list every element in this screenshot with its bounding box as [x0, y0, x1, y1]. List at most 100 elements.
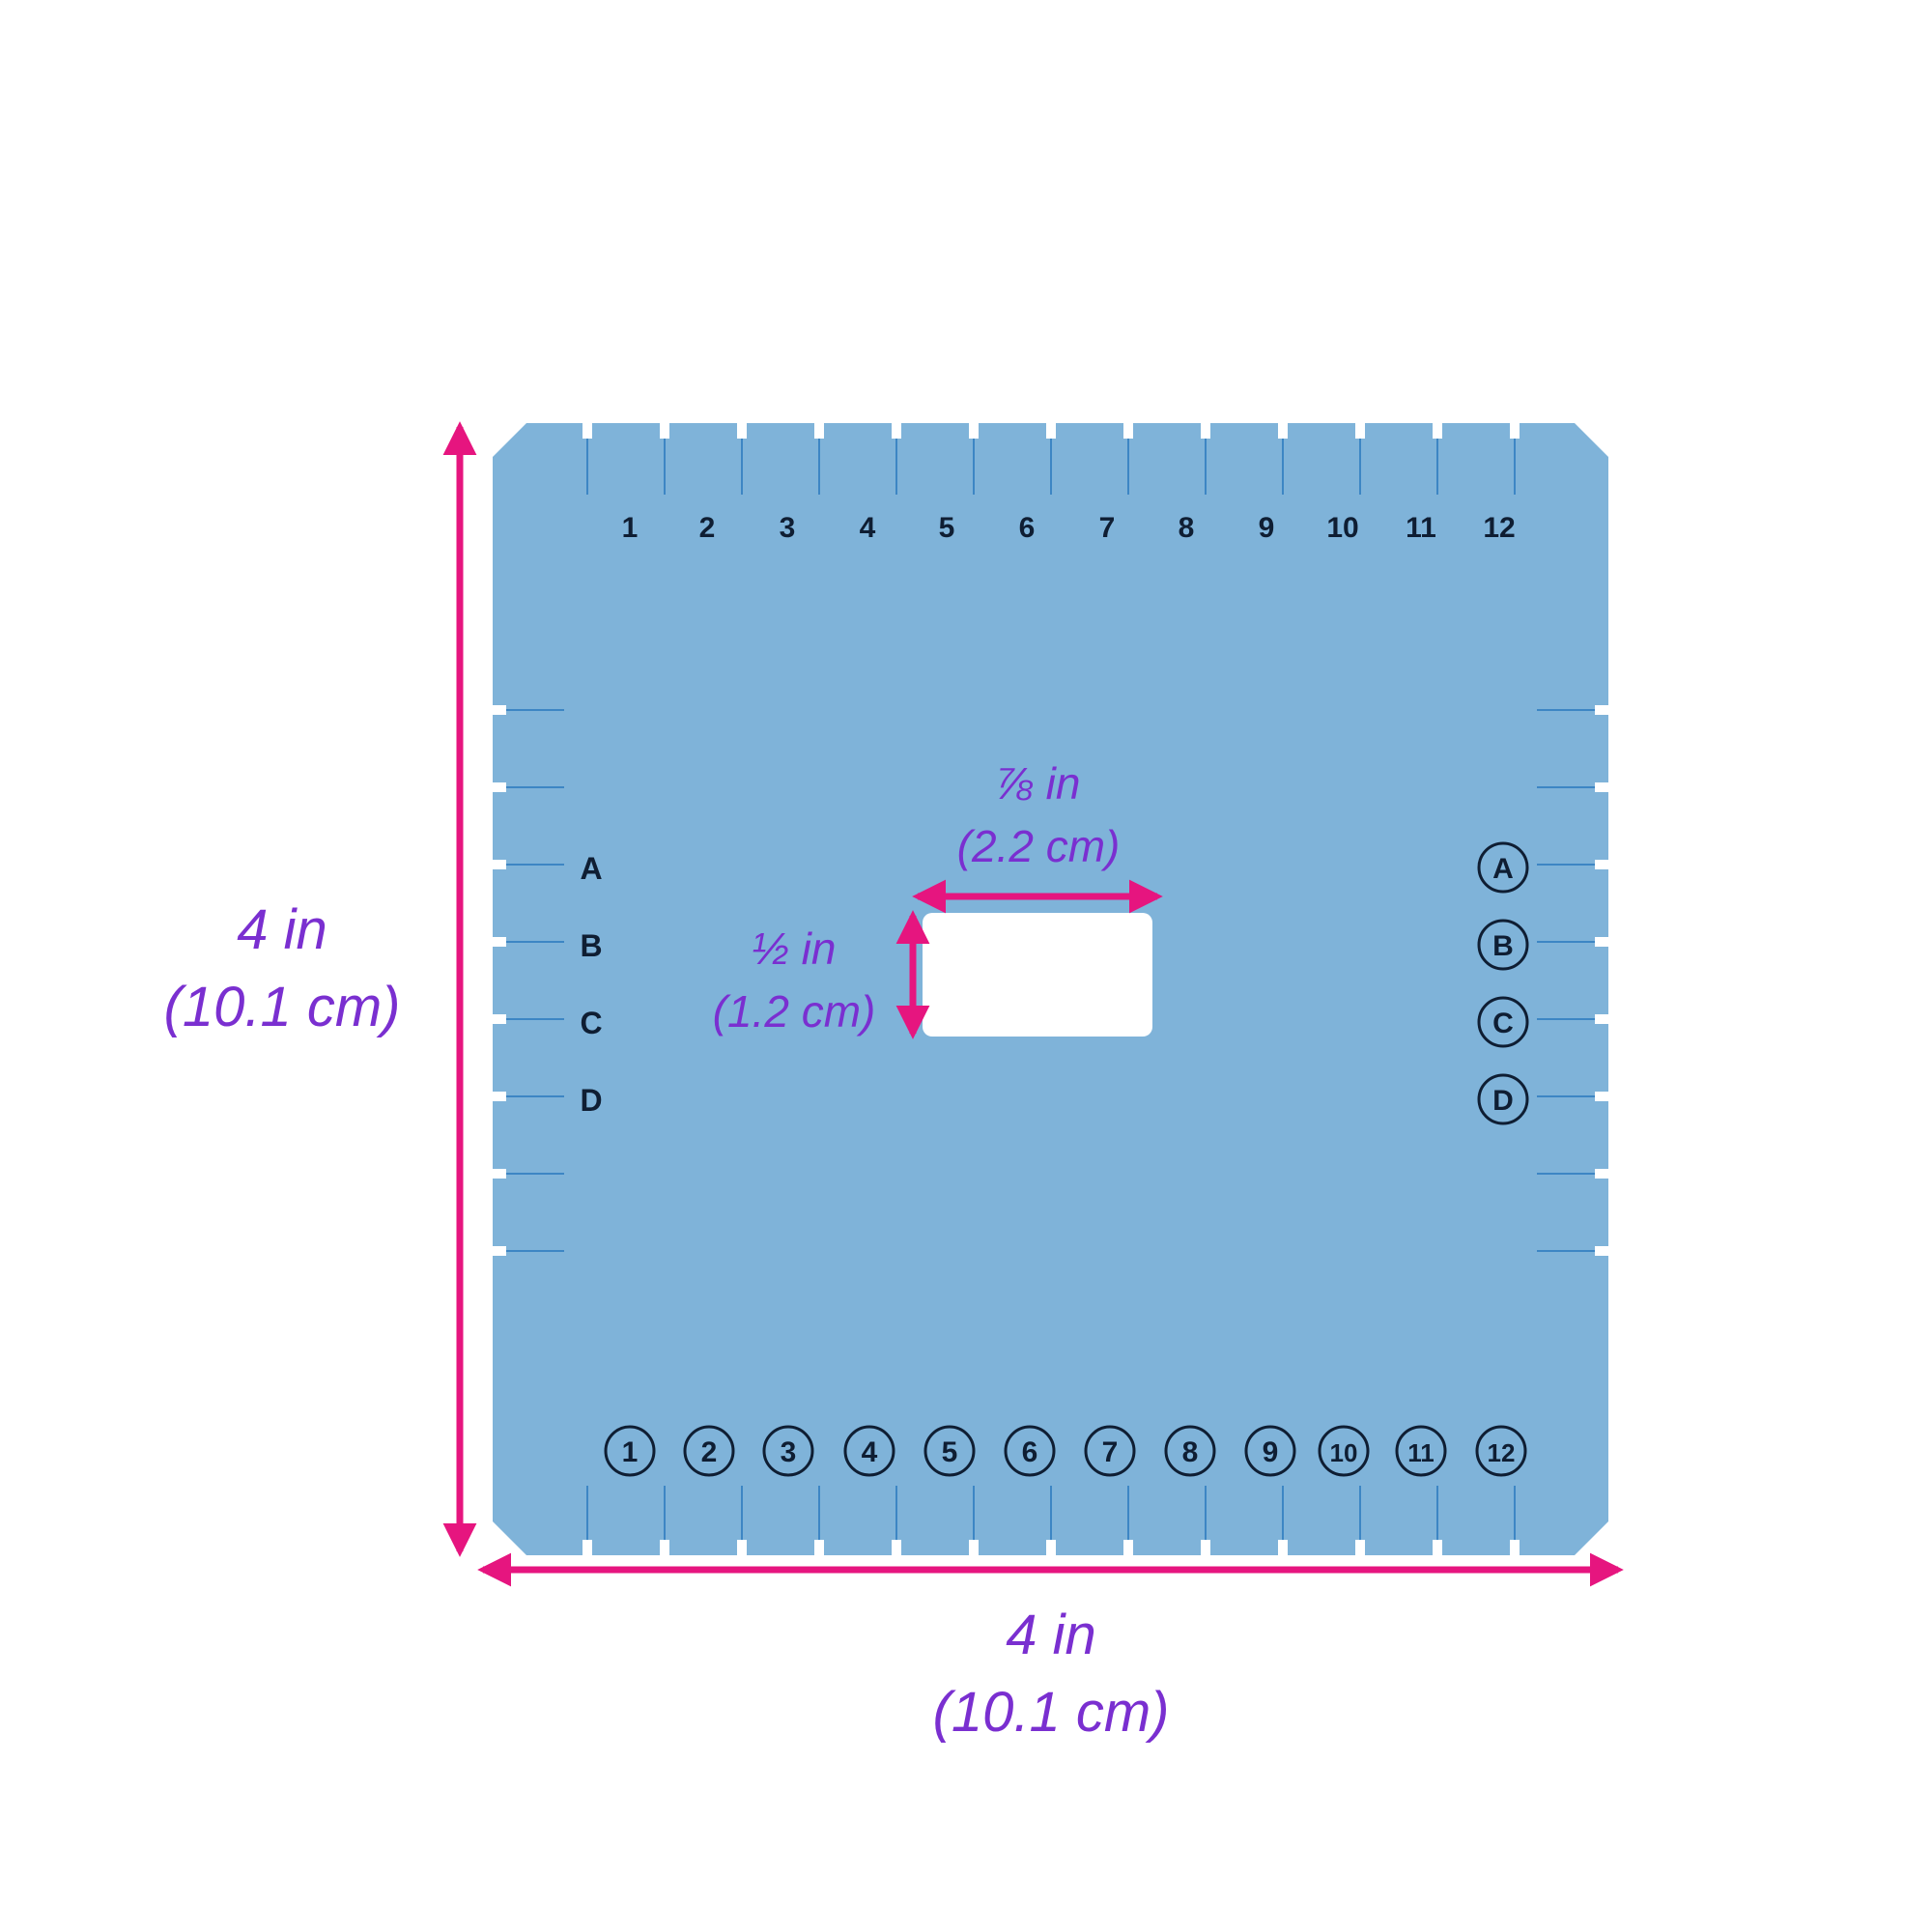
top-number-label: 5 [939, 512, 955, 544]
top-slot [1433, 423, 1442, 439]
right-circled-letter-labels: A B C D [1477, 841, 1529, 1125]
right-slot [1595, 1092, 1608, 1101]
top-slot [1046, 423, 1056, 439]
svg-text:6: 6 [1022, 1436, 1038, 1468]
bottom-circled-number: 4 [843, 1425, 895, 1477]
bottom-circled-number: 11 [1395, 1425, 1447, 1477]
left-letter-labels: A B C D [580, 851, 602, 1118]
top-slot [1510, 423, 1520, 439]
right-slot [1595, 782, 1608, 792]
left-letter-label: B [580, 928, 602, 963]
hole-height-label-cm: (1.2 cm) [713, 986, 876, 1037]
left-slot [493, 1246, 506, 1256]
bottom-slot [814, 1540, 824, 1555]
right-slot [1595, 1246, 1608, 1256]
svg-text:10: 10 [1330, 1438, 1358, 1467]
bottom-slot [1123, 1540, 1133, 1555]
dimension-labels: 4 in (10.1 cm) 4 in (10.1 cm) ⅞ in (2.2 … [164, 758, 1170, 1744]
bottom-slot [1355, 1540, 1365, 1555]
top-number-label: 4 [860, 512, 876, 544]
right-slot [1595, 937, 1608, 947]
top-slot [892, 423, 901, 439]
left-slot [493, 1169, 506, 1179]
top-number-label: 11 [1406, 512, 1436, 544]
svg-text:C: C [1492, 1008, 1514, 1039]
top-slot [814, 423, 824, 439]
left-slot [493, 937, 506, 947]
dimension-arrows [442, 421, 1624, 1587]
top-slot [1278, 423, 1288, 439]
svg-text:8: 8 [1182, 1436, 1199, 1468]
hole-height-label-inches: ½ in [753, 923, 837, 974]
right-circled-letter: B [1477, 919, 1529, 971]
bottom-slot [737, 1540, 747, 1555]
left-letter-label: C [580, 1006, 602, 1040]
svg-text:1: 1 [622, 1436, 639, 1468]
left-slot [493, 705, 506, 715]
top-number-label: 10 [1326, 512, 1358, 544]
bottom-circled-number: 1 [604, 1425, 656, 1477]
bottom-circled-number: 6 [1004, 1425, 1056, 1477]
left-slot [493, 1092, 506, 1101]
top-number-label: 1 [622, 512, 639, 544]
svg-text:3: 3 [781, 1436, 797, 1468]
bottom-circled-number: 3 [762, 1425, 814, 1477]
top-slot [737, 423, 747, 439]
width-label-inches: 4 in [1006, 1604, 1096, 1666]
svg-text:7: 7 [1102, 1436, 1119, 1468]
bottom-slot [1433, 1540, 1442, 1555]
bottom-slot [582, 1540, 592, 1555]
svg-text:4: 4 [862, 1436, 878, 1468]
top-number-label: 7 [1099, 512, 1116, 544]
svg-text:2: 2 [701, 1436, 718, 1468]
bottom-circled-number: 9 [1244, 1425, 1296, 1477]
svg-text:B: B [1492, 930, 1514, 962]
top-slot [1123, 423, 1133, 439]
hole-width-label-cm: (2.2 cm) [957, 821, 1121, 871]
bottom-slot [892, 1540, 901, 1555]
svg-text:12: 12 [1488, 1438, 1516, 1467]
svg-text:A: A [1492, 853, 1514, 885]
right-slot [1595, 705, 1608, 715]
right-slot [1595, 1169, 1608, 1179]
bottom-slot [969, 1540, 979, 1555]
top-number-label: 9 [1259, 512, 1275, 544]
right-circled-letter: A [1477, 841, 1529, 894]
top-number-label: 3 [780, 512, 796, 544]
height-label-inches: 4 in [237, 898, 327, 961]
left-letter-label: D [580, 1083, 602, 1118]
svg-text:9: 9 [1263, 1436, 1279, 1468]
bottom-slot [660, 1540, 669, 1555]
right-circled-letter: C [1477, 996, 1529, 1048]
bottom-circled-number: 10 [1318, 1425, 1370, 1477]
left-letter-label: A [580, 851, 602, 886]
right-slot [1595, 860, 1608, 869]
top-slot [660, 423, 669, 439]
top-number-label: 8 [1179, 512, 1195, 544]
bottom-circled-number: 7 [1084, 1425, 1136, 1477]
bottom-circled-number: 8 [1164, 1425, 1216, 1477]
bottom-slot [1046, 1540, 1056, 1555]
svg-text:D: D [1492, 1085, 1514, 1117]
width-label-cm: (10.1 cm) [933, 1681, 1170, 1744]
top-slot [582, 423, 592, 439]
left-slot [493, 860, 506, 869]
left-slot [493, 1014, 506, 1024]
top-number-label: 6 [1019, 512, 1036, 544]
left-slot [493, 782, 506, 792]
bottom-circled-number: 2 [683, 1425, 735, 1477]
bottom-slot [1278, 1540, 1288, 1555]
top-number-label: 12 [1483, 512, 1515, 544]
bottom-circled-number: 12 [1475, 1425, 1527, 1477]
bottom-slot [1201, 1540, 1210, 1555]
bottom-circled-number: 5 [923, 1425, 976, 1477]
height-label-cm: (10.1 cm) [164, 976, 401, 1038]
svg-text:5: 5 [942, 1436, 958, 1468]
right-circled-letter: D [1477, 1073, 1529, 1125]
top-slot [1355, 423, 1365, 439]
svg-text:11: 11 [1407, 1438, 1435, 1467]
